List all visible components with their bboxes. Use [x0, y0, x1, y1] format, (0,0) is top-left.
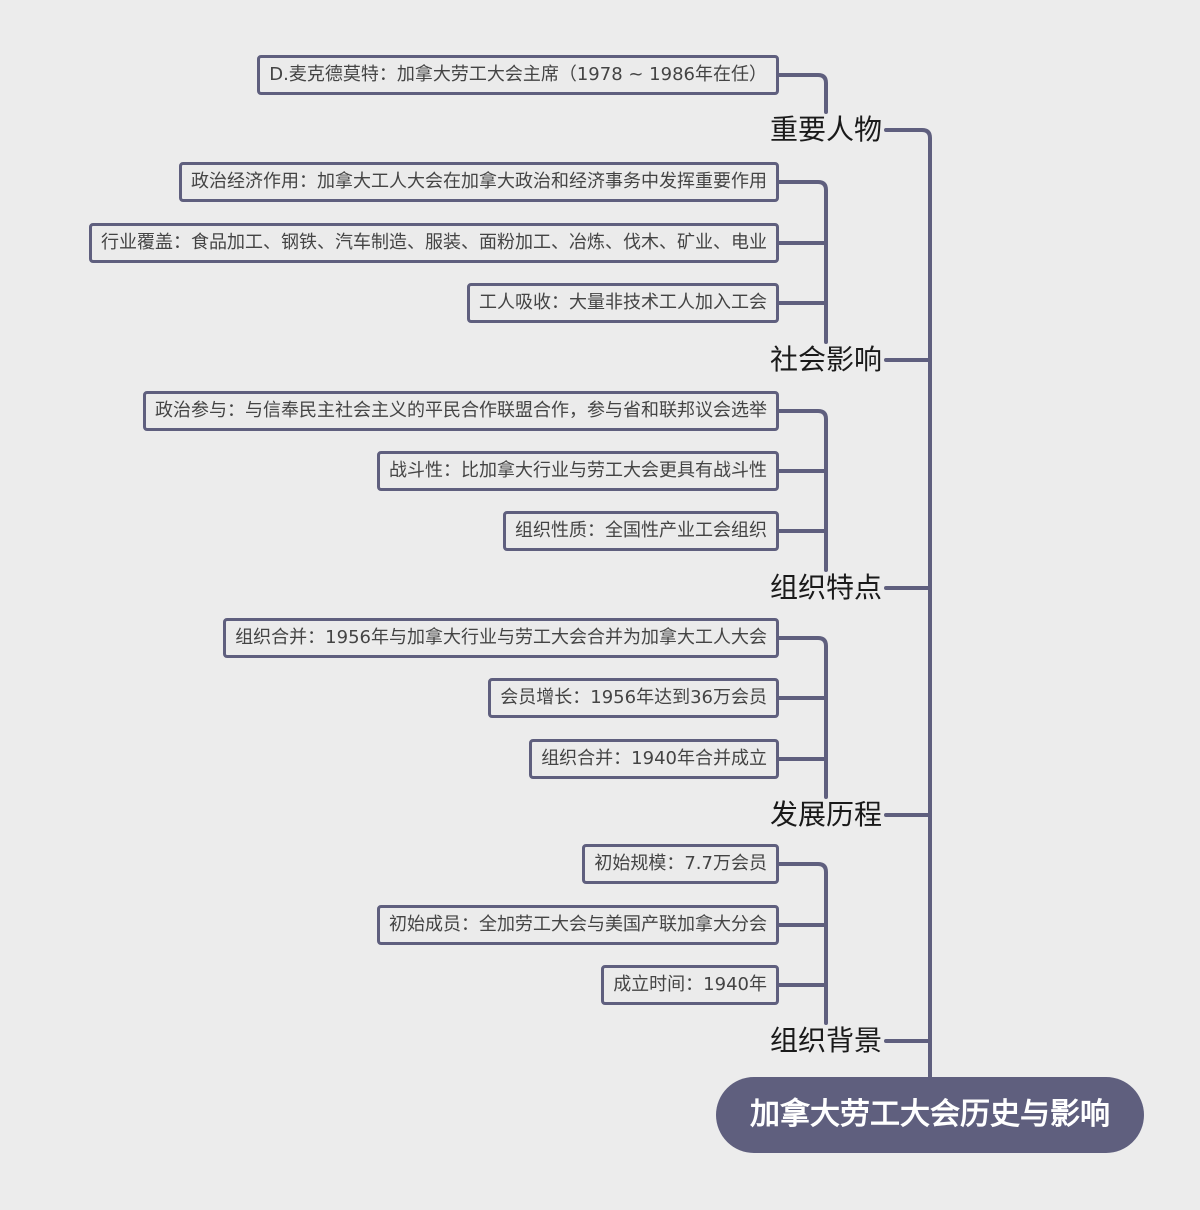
- leaf-beijing-1[interactable]: 初始规模：7.7万会员: [582, 844, 779, 884]
- leaf-licheng-1[interactable]: 组织合并：1956年与加拿大行业与劳工大会合并为加拿大工人大会: [223, 618, 779, 658]
- branch-line-tedian: [777, 409, 828, 572]
- branch-line-renwu: [777, 73, 828, 114]
- leaf-tedian-3[interactable]: 组织性质：全国性产业工会组织: [503, 511, 779, 551]
- leaf-tedian-2[interactable]: 战斗性：比加拿大行业与劳工大会更具有战斗性: [377, 451, 779, 491]
- leaf-beijing-2[interactable]: 初始成员：全加劳工大会与美国产联加拿大分会: [377, 905, 779, 945]
- branch-tedian[interactable]: 组织特点: [770, 571, 883, 604]
- branch-line-shehui: [777, 180, 828, 344]
- branch-beijing[interactable]: 组织背景: [770, 1024, 883, 1057]
- leaf-shehui-3[interactable]: 工人吸收：大量非技术工人加入工会: [467, 283, 779, 323]
- leaf-licheng-2[interactable]: 会员增长：1956年达到36万会员: [488, 678, 779, 718]
- leaf-beijing-3[interactable]: 成立时间：1940年: [601, 965, 779, 1005]
- leaf-shehui-1[interactable]: 政治经济作用：加拿大工人大会在加拿大政治和经济事务中发挥重要作用: [179, 162, 779, 202]
- branch-renwu[interactable]: 重要人物: [770, 113, 883, 146]
- branch-licheng[interactable]: 发展历程: [770, 798, 883, 831]
- branch-line-licheng: [777, 636, 828, 799]
- leaf-tedian-1[interactable]: 政治参与：与信奉民主社会主义的平民合作联盟合作，参与省和联邦议会选举: [143, 391, 779, 431]
- root-node[interactable]: 加拿大劳工大会历史与影响: [716, 1077, 1144, 1153]
- leaf-shehui-2[interactable]: 行业覆盖：食品加工、钢铁、汽车制造、服装、面粉加工、冶炼、伐木、矿业、电业: [89, 223, 779, 263]
- leaf-licheng-3[interactable]: 组织合并：1940年合并成立: [529, 739, 779, 779]
- branch-line-beijing: [777, 862, 828, 1025]
- branch-shehui[interactable]: 社会影响: [770, 343, 883, 376]
- leaf-renwu-1[interactable]: D.麦克德莫特：加拿大劳工大会主席（1978 ~ 1986年在任）: [257, 55, 779, 95]
- trunk-line: [884, 128, 932, 1079]
